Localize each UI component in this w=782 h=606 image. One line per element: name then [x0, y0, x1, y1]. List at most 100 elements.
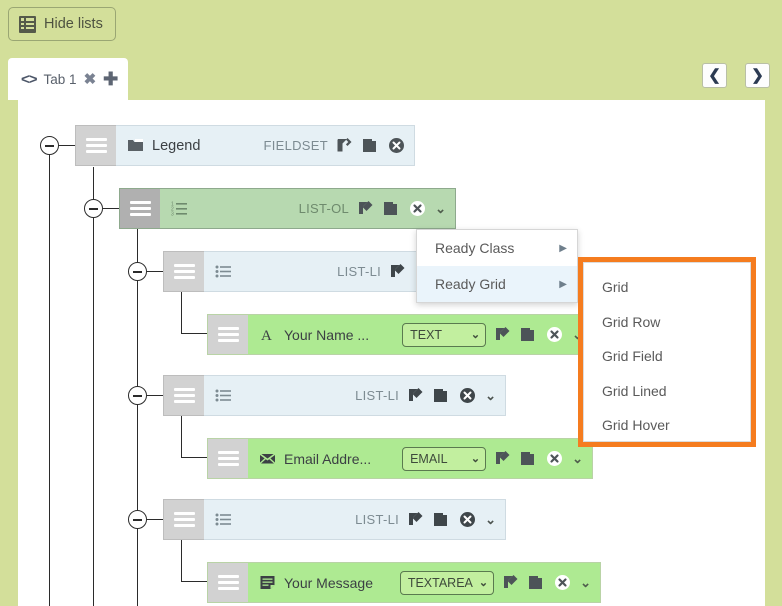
submenu-item-grid[interactable]: Grid: [584, 270, 750, 305]
node-label: Your Name ...: [284, 326, 370, 343]
chevron-down-icon[interactable]: ⌄: [572, 451, 583, 466]
tab-label: Tab 1: [43, 71, 77, 87]
ordered-list-icon: 1 2 3: [171, 200, 188, 217]
node-list-li-3[interactable]: LIST-LI ⌄: [163, 499, 506, 540]
delete-icon[interactable]: [459, 387, 476, 404]
delete-icon[interactable]: [459, 511, 476, 528]
next-button[interactable]: ❯: [745, 63, 770, 88]
drag-handle[interactable]: [207, 562, 248, 603]
close-icon[interactable]: ✖: [83, 71, 97, 88]
chevron-down-icon[interactable]: ⌄: [572, 328, 583, 341]
copy-icon[interactable]: [433, 387, 450, 404]
submenu-label: Grid Hover: [602, 417, 670, 434]
copy-icon[interactable]: [520, 326, 537, 343]
node-label: Legend: [152, 137, 201, 154]
copy-icon[interactable]: [433, 511, 450, 528]
context-menu: Ready Class ▶ Ready Grid ▶: [416, 229, 578, 303]
drag-handle[interactable]: [163, 251, 204, 292]
node-label: Your Message: [284, 574, 373, 591]
submenu-item-grid-hover[interactable]: Grid Hover: [584, 408, 750, 443]
collapse-toggle-li-3[interactable]: [128, 510, 147, 529]
form-tree-canvas: Legend FIELDSET: [18, 100, 765, 606]
drag-handle[interactable]: [75, 125, 116, 166]
svg-text:1: 1: [171, 202, 174, 208]
tree-connector: [59, 145, 75, 146]
node-legend[interactable]: Legend FIELDSET: [75, 125, 415, 166]
field-type-value: TEXTAREA: [407, 575, 473, 590]
chevron-down-icon: ⌄: [470, 453, 481, 465]
copy-icon[interactable]: [383, 200, 400, 217]
delete-icon[interactable]: [546, 450, 563, 467]
delete-icon[interactable]: [546, 326, 563, 343]
chevron-down-icon[interactable]: ⌄: [435, 201, 446, 216]
collapse-toggle-li-2[interactable]: [128, 386, 147, 405]
tree-connector: [181, 457, 222, 458]
collapse-toggle-li-1[interactable]: [128, 262, 147, 281]
tree-connector: [137, 229, 138, 606]
node-field-your-name[interactable]: A Your Name ... TEXT ⌄: [207, 314, 593, 355]
delete-icon[interactable]: [409, 200, 426, 217]
context-menu-item-ready-class[interactable]: Ready Class ▶: [417, 230, 577, 266]
chevron-right-icon: ▶: [559, 242, 567, 254]
node-field-email[interactable]: Email Addre... EMAIL ⌄ ⌄: [207, 438, 593, 479]
submenu-item-grid-lined[interactable]: Grid Lined: [584, 374, 750, 409]
textarea-icon: [259, 574, 276, 591]
ready-grid-submenu: Grid Grid Row Grid Field Grid Lined Grid…: [583, 262, 751, 442]
tab-strip: <> Tab 1 ✖ ✚: [0, 58, 782, 100]
code-brackets-icon: <>: [21, 70, 38, 88]
field-type-value: EMAIL: [410, 451, 448, 466]
drag-handle[interactable]: [163, 499, 204, 540]
hide-lists-button[interactable]: Hide lists: [8, 7, 116, 41]
submenu-label: Grid: [602, 279, 629, 296]
field-type-select[interactable]: TEXTAREA ⌄: [399, 570, 495, 595]
context-menu-item-ready-grid[interactable]: Ready Grid ▶: [417, 266, 577, 302]
node-actions: ⌄: [494, 326, 583, 343]
edit-icon[interactable]: [502, 574, 519, 591]
tab-1[interactable]: <> Tab 1 ✖ ✚: [8, 58, 128, 100]
drag-handle[interactable]: [119, 188, 160, 229]
tree-connector: [103, 208, 119, 209]
edit-icon[interactable]: [407, 387, 424, 404]
edit-icon[interactable]: [407, 511, 424, 528]
edit-icon[interactable]: [494, 450, 511, 467]
envelope-icon: [259, 450, 276, 467]
prev-button[interactable]: ❮: [702, 63, 727, 88]
field-type-select[interactable]: EMAIL ⌄: [402, 446, 487, 471]
node-actions: ⌄: [357, 200, 446, 217]
delete-icon[interactable]: [388, 137, 405, 154]
edit-icon[interactable]: [336, 137, 353, 154]
copy-icon[interactable]: [520, 450, 537, 467]
collapse-toggle-list-ol[interactable]: [84, 199, 103, 218]
node-actions: [336, 137, 405, 154]
chevron-left-icon: ❮: [708, 67, 721, 84]
submenu-item-grid-field[interactable]: Grid Field: [584, 339, 750, 374]
drag-handle[interactable]: [163, 375, 204, 416]
add-tab-icon[interactable]: ✚: [103, 69, 119, 89]
node-list-ol[interactable]: 1 2 3 LIST-OL: [119, 188, 456, 229]
collapse-toggle-legend[interactable]: [40, 136, 59, 155]
chevron-down-icon[interactable]: ⌄: [580, 575, 591, 590]
node-field-message[interactable]: Your Message TEXTAREA ⌄ ⌄: [207, 562, 601, 603]
edit-icon[interactable]: [494, 326, 511, 343]
submenu-item-grid-row[interactable]: Grid Row: [584, 305, 750, 340]
chevron-right-icon: ▶: [559, 278, 567, 290]
delete-icon[interactable]: [554, 574, 571, 591]
drag-handle[interactable]: [207, 438, 248, 479]
node-list-li-2[interactable]: LIST-LI ⌄: [163, 375, 506, 416]
edit-icon[interactable]: [357, 200, 374, 217]
submenu-label: Grid Field: [602, 348, 663, 365]
drag-handle[interactable]: [207, 314, 248, 355]
chevron-down-icon[interactable]: ⌄: [485, 512, 496, 527]
edit-icon[interactable]: [389, 263, 406, 280]
field-type-select[interactable]: TEXT ⌄: [402, 322, 487, 347]
svg-text:2: 2: [171, 207, 174, 213]
chevron-down-icon[interactable]: ⌄: [485, 388, 496, 403]
tree-connector: [49, 153, 50, 606]
copy-icon[interactable]: [362, 137, 379, 154]
folder-icon: [127, 137, 144, 154]
tree-connector: [181, 581, 222, 582]
tree-connector: [181, 333, 222, 334]
copy-icon[interactable]: [528, 574, 545, 591]
bullet-list-icon: [215, 387, 232, 404]
